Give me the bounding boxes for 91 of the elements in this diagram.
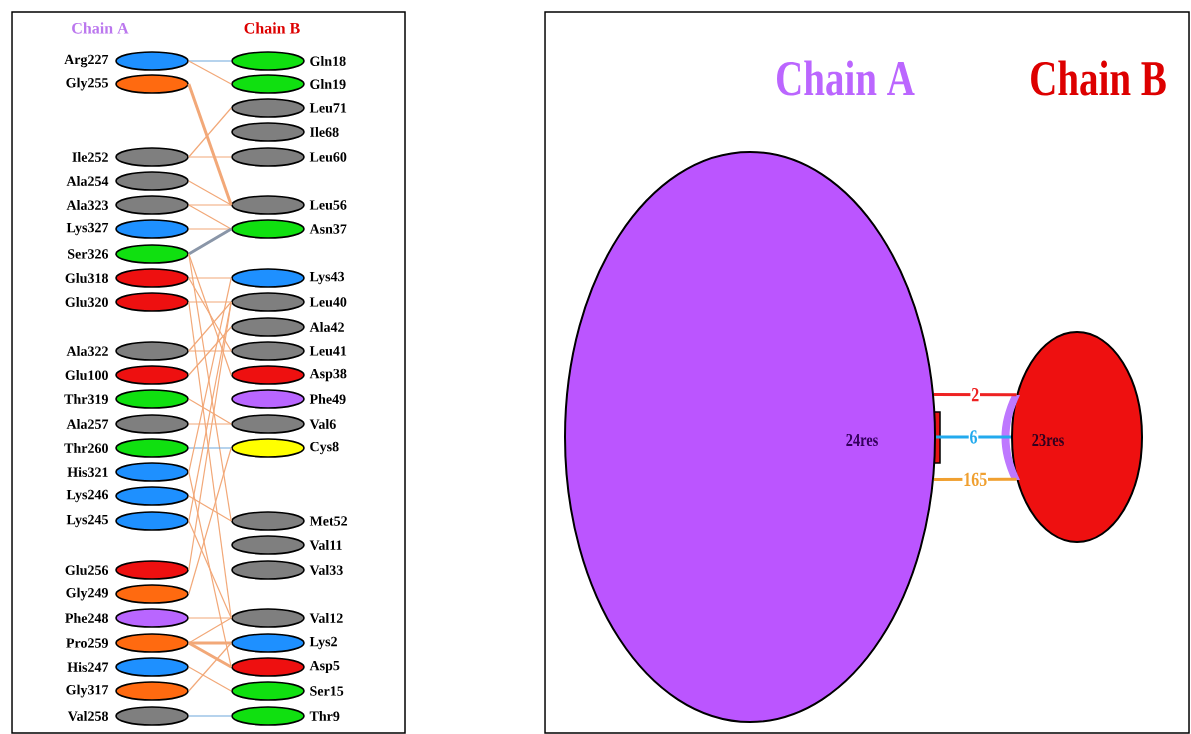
residue-label: Val11 — [309, 540, 342, 550]
residue-label: Thr319 — [64, 394, 108, 404]
contact-line — [188, 60, 232, 62]
chain-heading: Chain B — [244, 22, 300, 34]
contact-line — [188, 277, 232, 352]
contact-line — [188, 277, 232, 473]
contact-line — [188, 156, 232, 158]
residue-label: Ser326 — [68, 249, 109, 259]
contact-line — [188, 204, 232, 230]
chain-heading: Chain A — [72, 22, 129, 34]
residue-label: Leu60 — [309, 152, 347, 162]
contact-line — [188, 301, 232, 352]
contact-line — [188, 617, 232, 619]
residue-label: Gly255 — [66, 77, 108, 91]
residue-label: Lys246 — [66, 489, 109, 503]
residue-label: Ile68 — [310, 127, 339, 137]
contact-line — [188, 642, 232, 692]
residue-label: Glu256 — [65, 565, 109, 575]
contact-line — [188, 447, 232, 595]
contact-line — [188, 301, 232, 571]
contact-line — [188, 227, 232, 256]
contact-line — [188, 350, 232, 352]
contact-line — [188, 447, 232, 449]
residue-label: Cys8 — [310, 441, 339, 455]
residue-label: Phe49 — [309, 394, 346, 404]
residue-label: Leu56 — [309, 200, 347, 210]
residue-label: Lys43 — [309, 271, 345, 285]
residue-label: Thr9 — [309, 711, 340, 721]
contact-line — [188, 326, 232, 376]
contact-line — [188, 423, 232, 425]
residue-label: Glu320 — [65, 297, 108, 307]
residue-label: Val258 — [67, 711, 108, 721]
contact-line — [187, 83, 233, 206]
residue-label: Ala322 — [66, 346, 108, 356]
contact-line — [188, 301, 232, 619]
residue-label: Glu318 — [65, 273, 108, 283]
contact-line — [188, 253, 232, 522]
contact-line — [188, 228, 232, 230]
residue-label: Glu100 — [65, 370, 108, 380]
residue-label: Val6 — [309, 419, 336, 429]
residue-label: Asn37 — [309, 224, 347, 234]
residue-label: Ser15 — [310, 686, 344, 696]
residue-label: Ala323 — [66, 200, 108, 210]
residue-label: Ala257 — [66, 419, 109, 429]
edge-label: 6 — [968, 429, 979, 445]
residue-label: His247 — [67, 662, 109, 672]
residue-label: Gln19 — [310, 79, 346, 89]
contact-line — [188, 398, 232, 425]
residue-label: Gln18 — [310, 56, 346, 66]
residue-label: Leu41 — [309, 346, 347, 356]
residue-label: Lys2 — [309, 636, 337, 650]
residue-label: Phe248 — [65, 613, 108, 623]
residue-label: Pro259 — [66, 638, 108, 648]
contact-line — [188, 277, 232, 279]
residue-label: Arg227 — [64, 54, 109, 68]
residue-label: Asp5 — [309, 660, 340, 674]
contact-line — [188, 495, 232, 522]
residue-label: Met52 — [309, 516, 348, 526]
contact-line — [188, 60, 232, 85]
contact-line — [188, 520, 232, 619]
residue-label: Lys327 — [66, 222, 109, 236]
chain-heading: Chain A — [777, 60, 915, 96]
contact-line — [188, 204, 232, 206]
residue-label: Leu71 — [309, 103, 347, 113]
residue-label: His321 — [67, 467, 108, 477]
residue-label: Leu40 — [309, 297, 347, 307]
contact-line — [188, 301, 232, 303]
contact-line — [933, 393, 1017, 397]
edge-label: 2 — [970, 387, 981, 403]
contact-line — [188, 641, 232, 645]
contact-line — [188, 180, 232, 206]
chain-heading: Chain B — [1031, 60, 1166, 96]
residue-label: Ala254 — [66, 176, 109, 186]
contact-line — [936, 435, 1011, 439]
residue-label: Val33 — [309, 565, 343, 575]
residue-count: 24res — [846, 433, 878, 447]
edge-label: 165 — [962, 471, 989, 488]
contact-line — [188, 617, 232, 644]
contact-line — [188, 471, 232, 668]
residue-label: Asp38 — [309, 368, 347, 382]
residue-label: Gly249 — [66, 587, 108, 601]
contact-line — [188, 641, 232, 669]
residue-label: Ile252 — [72, 152, 108, 162]
contact-line — [188, 107, 232, 158]
residue-label: Gly317 — [66, 684, 109, 698]
residue-label: Ala42 — [309, 322, 344, 332]
contact-line — [188, 666, 232, 692]
contact-line — [188, 715, 232, 717]
residue-label: Val12 — [309, 613, 343, 623]
residue-label: Thr260 — [64, 443, 108, 453]
residue-label: Lys245 — [66, 514, 108, 528]
